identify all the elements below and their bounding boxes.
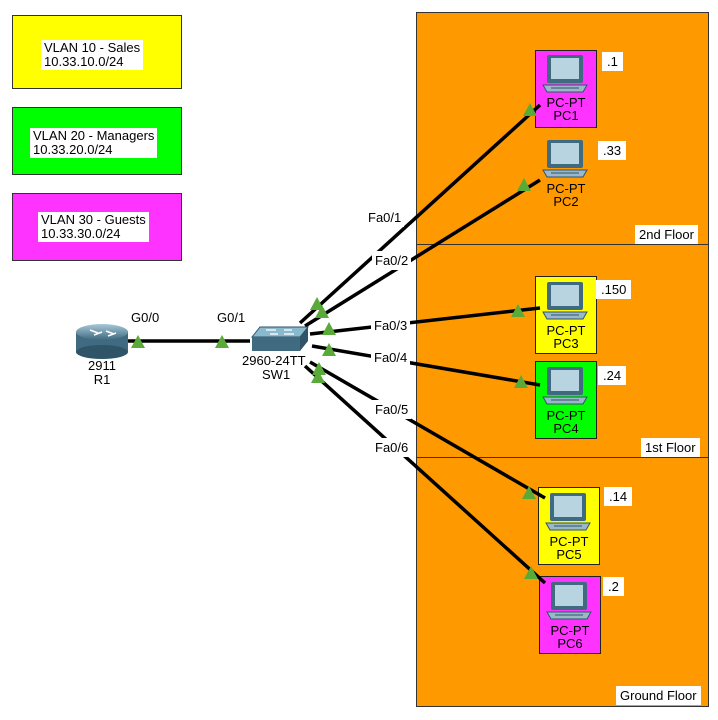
port-label-fa0-3: Fa0/3 <box>371 316 411 335</box>
port-label-fa0-1: Fa0/1 <box>365 208 405 227</box>
router-model: 2911 <box>88 358 116 373</box>
port-label-g0-0: G0/0 <box>128 308 163 327</box>
pc5-computer-icon[interactable] <box>544 492 592 532</box>
port-label-fa0-2: Fa0/2 <box>372 251 412 270</box>
vlan-10-subnet: 10.33.10.0/24 <box>44 54 124 69</box>
pc2-computer-icon[interactable] <box>541 139 589 179</box>
pc3-name: PC3 <box>553 336 579 351</box>
vlan-10-box: VLAN 10 - Sales 10.33.10.0/24 <box>12 15 182 89</box>
vlan-30-name: VLAN 30 - Guests <box>41 212 146 227</box>
vlan-30-box: VLAN 30 - Guests 10.33.30.0/24 <box>12 193 182 261</box>
link-up-triangle-pc3 <box>511 304 525 317</box>
floor-divider-1st <box>416 457 709 458</box>
pc4-computer-icon[interactable] <box>541 366 589 406</box>
link-fa0-4-pc4 <box>311 344 541 387</box>
pc2-model: PC-PT <box>546 181 586 196</box>
vlan-10-name: VLAN 10 - Sales <box>44 40 141 55</box>
link-up-triangle-fa0-3-sw <box>322 322 336 335</box>
switch-name: SW1 <box>262 367 291 382</box>
link-up-triangle-fa0-5-sw <box>312 362 326 375</box>
vlan-30-label: VLAN 30 - Guests 10.33.30.0/24 <box>38 212 149 242</box>
pc1-name: PC1 <box>553 108 579 123</box>
vlan-30-subnet: 10.33.30.0/24 <box>41 226 121 241</box>
switch-label: 2960-24TT SW1 <box>242 354 322 382</box>
pc5-ip: .14 <box>604 487 633 506</box>
floor-divider-2nd <box>416 244 709 245</box>
router-label: 2911 R1 <box>72 359 132 387</box>
pc1-ip: .1 <box>602 52 623 71</box>
floor-label-2nd: 2nd Floor <box>635 225 698 244</box>
pc3-computer-icon[interactable] <box>541 281 589 321</box>
link-up-triangle-pc2 <box>517 178 531 191</box>
vlan-20-name: VLAN 20 - Managers <box>33 128 155 143</box>
pc6-computer-icon[interactable] <box>545 581 593 621</box>
pc3-ip: .150 <box>596 280 632 299</box>
pc5-name: PC5 <box>556 547 582 562</box>
port-label-fa0-6: Fa0/6 <box>372 438 412 457</box>
port-label-g0-1: G0/1 <box>214 308 249 327</box>
pc2-name: PC2 <box>553 194 579 209</box>
switch-icon[interactable] <box>248 325 310 353</box>
port-label-fa0-5: Fa0/5 <box>372 400 412 419</box>
pc6-name: PC6 <box>557 636 583 651</box>
link-up-triangle-pc6 <box>524 566 538 579</box>
pc5-model: PC-PT <box>549 534 589 549</box>
pc6-model: PC-PT <box>550 623 590 638</box>
link-up-triangle-pc4 <box>514 375 528 388</box>
link-up-triangle-pc1 <box>523 103 537 116</box>
pc4-model: PC-PT <box>546 408 586 423</box>
pc1-model: PC-PT <box>546 95 586 110</box>
port-label-fa0-4: Fa0/4 <box>371 348 411 367</box>
vlan-20-label: VLAN 20 - Managers 10.33.20.0/24 <box>30 128 158 158</box>
router-name: R1 <box>93 372 111 387</box>
pc1-computer-icon[interactable] <box>541 54 589 94</box>
pc6-ip: .2 <box>603 577 624 596</box>
link-up-triangle-pc5 <box>522 486 536 499</box>
pc4-ip: .24 <box>598 366 627 385</box>
link-up-triangle-fa0-2-sw <box>315 305 329 318</box>
floor-label-1st: 1st Floor <box>641 438 700 457</box>
link-fa0-1-pc1 <box>298 103 542 325</box>
pc2-ip: .33 <box>598 141 627 160</box>
link-fa0-5-pc5 <box>309 360 546 500</box>
switch-model: 2960-24TT <box>242 353 306 368</box>
link-up-triangle-fa0-6-sw <box>311 370 325 383</box>
pc3-model: PC-PT <box>546 323 586 338</box>
pc4-name: PC4 <box>553 421 579 436</box>
link-fa0-6-pc6 <box>303 364 547 585</box>
vlan-10-label: VLAN 10 - Sales 10.33.10.0/24 <box>41 40 144 70</box>
link-fa0-3-pc3 <box>309 306 541 336</box>
link-up-triangle-fa0-1-sw <box>310 297 324 310</box>
link-fa0-2-pc2 <box>304 178 541 328</box>
router-icon[interactable] <box>74 322 130 360</box>
link-up-triangle-g0-0 <box>131 335 145 348</box>
vlan-20-subnet: 10.33.20.0/24 <box>33 142 113 157</box>
link-up-triangle-fa0-4-sw <box>322 343 336 356</box>
floor-label-ground: Ground Floor <box>616 686 701 705</box>
vlan-20-box: VLAN 20 - Managers 10.33.20.0/24 <box>12 107 182 175</box>
link-up-triangle-g0-1 <box>215 335 229 348</box>
